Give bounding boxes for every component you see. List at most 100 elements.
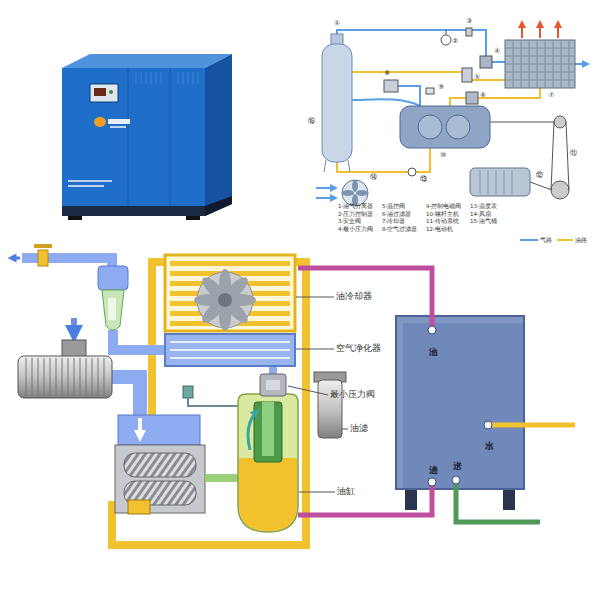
part-list-entry: 5-温控阀 (382, 204, 405, 210)
compressor-cabinet (68, 185, 104, 187)
callout-number: ⑥ (480, 92, 486, 99)
intake-filter (68, 358, 69, 396)
component-label: 油缸 (337, 487, 355, 496)
schematic-air-line (575, 63, 586, 65)
schematic-fan (342, 180, 368, 206)
schematic-cooler (539, 24, 541, 38)
schematic-cooler (557, 24, 559, 38)
callout-number: ⑧ (384, 70, 390, 77)
callout-number: ⑮ (308, 118, 315, 125)
component-label: 最小压力阀 (330, 390, 375, 399)
schematic-motor (488, 170, 489, 194)
callout-number: ⑤ (474, 74, 480, 81)
component-label: 油滤 (350, 424, 368, 433)
oil-tank (254, 402, 282, 462)
schematic-motor (480, 170, 481, 194)
leader-line (342, 429, 348, 430)
schematic-belt (551, 122, 554, 190)
blowdown-valve (183, 386, 240, 406)
compressor-cabinet (68, 180, 112, 182)
schematic-motor (480, 170, 512, 194)
oil-tank (262, 402, 274, 456)
compressor-cabinet (109, 90, 113, 94)
oil-filter (314, 372, 346, 438)
intake-filter (26, 358, 27, 396)
part-list-entry: 7-冷却器 (382, 219, 405, 225)
schematic-valves (480, 56, 492, 68)
callout-number: ⑦ (548, 92, 554, 99)
separator-vessel (322, 44, 352, 162)
screw-airend (205, 474, 238, 482)
schematic-motor (530, 182, 552, 190)
leader-line (296, 349, 334, 350)
intake-filter (18, 318, 112, 398)
air-cooler (165, 334, 295, 366)
schematic-valves (462, 68, 472, 82)
compressor-cabinet (110, 126, 126, 128)
screw-airend (115, 445, 205, 513)
schematic-belt (554, 116, 566, 128)
cooling-fan (194, 269, 256, 331)
oil-cooler (165, 255, 295, 331)
schematic-cooler (505, 48, 575, 49)
part-list-entry: 8-空气过滤器 (382, 227, 417, 233)
compressor-cabinet (170, 68, 171, 206)
intake-filter (50, 358, 51, 396)
separator-vessel (322, 34, 352, 172)
part-list-entry: 6-油过滤器 (382, 212, 411, 218)
compressor-cabinet (178, 72, 179, 84)
intake-filter (56, 358, 57, 396)
part-list-entry: 11-传动系统 (426, 219, 459, 225)
water-oil-cooler: 油出水出油进水进 (395, 315, 525, 490)
separator-vessel (324, 160, 326, 172)
water-oil-pipe (298, 490, 432, 515)
intake-filter (74, 358, 75, 396)
part-list-entry: 2-压力控制器 (338, 212, 373, 218)
part-list-entry: 1-油气分离器 (338, 204, 373, 210)
inlet-valve (138, 418, 142, 436)
schematic-air-line (316, 187, 334, 189)
oil-tank (238, 394, 298, 532)
compressor-cabinet (205, 54, 232, 216)
air-cooler (165, 334, 295, 366)
air-cooler (170, 357, 290, 359)
blowdown-valve (183, 386, 193, 398)
air-cooler (170, 342, 290, 358)
leader-line (288, 386, 328, 395)
schematic-belt (566, 122, 569, 190)
intake-filter (62, 358, 63, 396)
outlet-valve (12, 257, 20, 260)
schematic-belt (551, 181, 569, 199)
separator-vessel (348, 160, 350, 172)
schematic-air-line (337, 30, 486, 56)
schematic-airend (418, 115, 442, 139)
schematic-air-line (352, 99, 420, 106)
screw-airend (128, 500, 150, 514)
schematic-motor (512, 170, 513, 194)
intake-filter (62, 340, 86, 358)
oil-tank (248, 412, 256, 450)
compressor-cabinet (94, 117, 106, 127)
compressor-cabinet (94, 88, 106, 96)
cooler-legs (405, 490, 515, 510)
schematic-cooler (505, 64, 575, 65)
callout-number: ④ (494, 48, 500, 55)
part-list-entry: 15-油气桶 (470, 219, 497, 225)
callout-number: ② (452, 38, 458, 45)
inlet-valve (118, 415, 200, 445)
water-oil-pipe (298, 268, 432, 315)
compressor-cabinet (183, 72, 184, 84)
oil-tank (238, 394, 298, 532)
screw-airend (115, 445, 238, 514)
callout-number: ⑬ (420, 176, 427, 183)
component-label: 油冷却器 (336, 292, 372, 301)
schematic-fan (342, 190, 354, 196)
callout-number: ⑪ (570, 150, 577, 157)
part-list-entry: 4-最小压力阀 (338, 227, 373, 233)
legend-text: 油路 (575, 237, 587, 243)
part-list-entry: 14-风扇 (470, 212, 491, 218)
intake-filter (38, 358, 39, 396)
compressor-cabinet (68, 216, 82, 220)
legend-text: 气路 (540, 237, 552, 243)
